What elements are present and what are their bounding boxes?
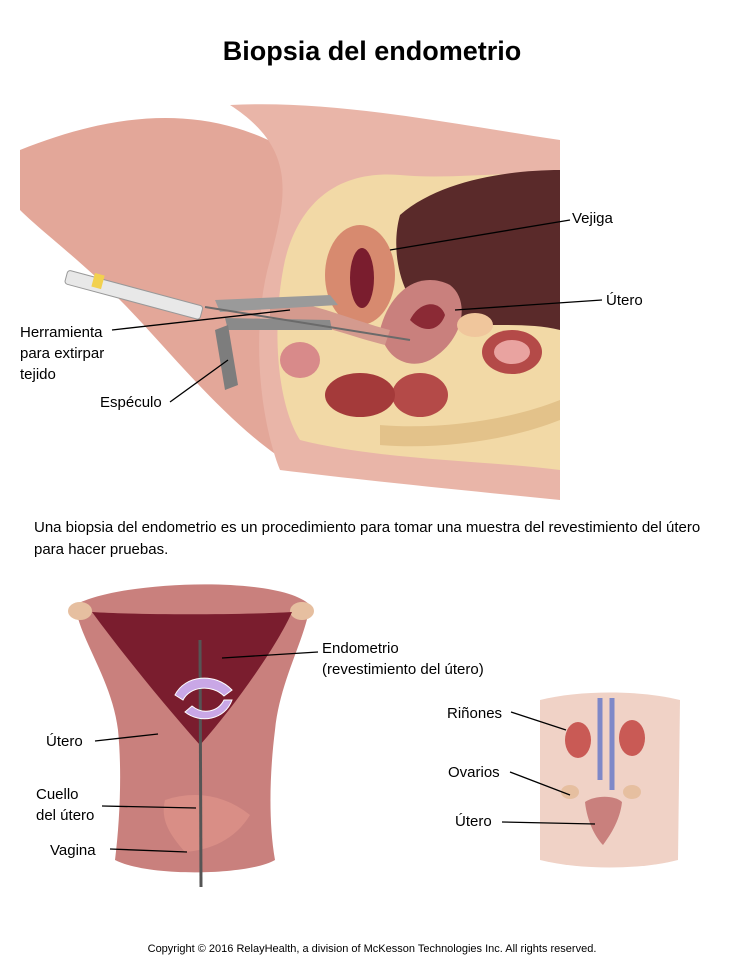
right-tube-end — [290, 602, 314, 620]
label-utero-top: Útero — [606, 292, 643, 309]
sacrum — [380, 400, 560, 447]
blood-vessels — [597, 698, 615, 790]
torso-diagram — [540, 692, 680, 868]
ovary-top — [457, 313, 493, 337]
leader-vejiga — [389, 219, 571, 251]
leader-utero-top — [454, 299, 603, 311]
leader-herramienta — [111, 309, 291, 331]
cervix-vagina-region — [163, 795, 250, 852]
kidney-right — [619, 720, 645, 756]
speculum-handle — [215, 325, 238, 390]
endometrium-cavity — [92, 612, 292, 745]
uterus-small — [585, 796, 622, 845]
uterus-diagram — [68, 584, 314, 888]
leader-utero-mid — [94, 733, 159, 742]
biopsy-catheter — [204, 306, 411, 341]
label-herramienta: Herramienta para extirpar tejido — [20, 324, 105, 383]
label-especulo: Espéculo — [100, 394, 162, 411]
label-ovarios: Ovarios — [448, 764, 500, 781]
leader-utero-small — [501, 821, 596, 825]
leader-especulo — [169, 359, 229, 403]
description-text: Una biopsia del endometrio es un procedi… — [34, 519, 701, 558]
leader-vagina — [109, 848, 188, 853]
leader-ovarios — [509, 771, 571, 796]
ovary-left — [561, 785, 579, 799]
label-vejiga: Vejiga — [572, 210, 613, 227]
ovary-right — [623, 785, 641, 799]
rotation-arrow-top — [174, 677, 233, 701]
rectum — [325, 373, 395, 417]
rotation-arrow-bottom — [184, 699, 233, 720]
speculum-upper-blade — [215, 295, 338, 312]
bowel-loop-1-inner — [494, 340, 530, 364]
biopsy-instrument — [198, 639, 203, 888]
leader-cuello — [101, 805, 197, 809]
bladder-inner — [350, 248, 374, 308]
page-title: Biopsia del endometrio — [222, 36, 522, 66]
bowel-loop-2 — [392, 373, 448, 417]
label-vagina: Vagina — [50, 842, 96, 859]
label-rinones: Riñones — [447, 705, 503, 722]
left-tube-end — [68, 602, 92, 620]
speculum-lower-blade — [225, 318, 332, 330]
leader-endometrio — [221, 651, 319, 659]
pelvis-cross-section — [20, 104, 560, 501]
label-endometrio: Endometrio (revestimiento del útero) — [322, 640, 484, 678]
label-utero-small: Útero — [455, 813, 492, 830]
syringe-ring — [91, 272, 105, 290]
anus-region — [280, 342, 320, 378]
label-utero-mid: Útero — [46, 733, 83, 750]
kidney-left — [565, 722, 591, 758]
label-cuello: Cuello del útero — [36, 786, 95, 824]
thigh-shape — [20, 117, 330, 471]
leader-rinones — [510, 711, 567, 731]
copyright-notice: Copyright © 2016 RelayHealth, a division… — [147, 943, 597, 955]
uterus-top-inner — [410, 304, 445, 330]
